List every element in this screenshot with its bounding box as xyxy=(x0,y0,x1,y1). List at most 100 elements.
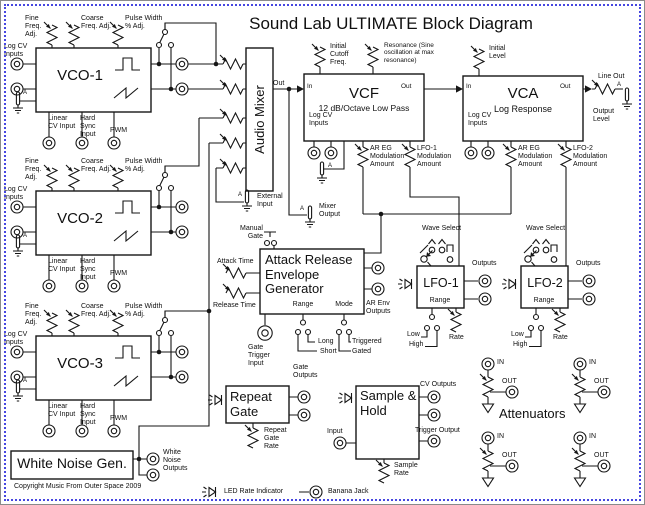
long-label: Long xyxy=(318,338,334,345)
vca-out-label: Out xyxy=(560,83,571,90)
sample-hold-block xyxy=(355,385,420,460)
audio-mixer-label: Audio Mixer xyxy=(252,85,268,154)
mode-label: Mode xyxy=(335,301,353,308)
vco-ground-a-mark: A xyxy=(23,378,28,384)
attenuator-in-label: IN xyxy=(589,359,596,366)
vco-logcv-label: Log CV Inputs xyxy=(4,186,28,201)
sample-rate-label: Sample Rate xyxy=(394,462,418,477)
vco-pwm-label: PWM xyxy=(110,127,128,134)
signal-arrows xyxy=(297,85,592,93)
gated-label: Gated xyxy=(352,348,372,355)
vco-fine-label: Fine Freq. Adj. xyxy=(25,303,42,326)
vco-linear-label: Linear CV Input xyxy=(48,115,76,130)
sh-input-label: Input xyxy=(327,428,343,435)
output-level-label: Output Level xyxy=(593,108,615,123)
lfo-wave-select-label: Wave Select xyxy=(422,225,462,232)
white-noise-outputs-label: White Noise Outputs xyxy=(163,449,188,472)
vco-hardsync-label: Hard Sync Input xyxy=(80,403,96,426)
vco-2-title: VCO-2 xyxy=(57,210,103,227)
attenuator-out-label: OUT xyxy=(502,378,517,385)
vcf-logcv-jack-icon xyxy=(324,146,338,160)
legend-banana-jack-icon xyxy=(309,485,323,499)
junction-dots xyxy=(136,61,384,462)
lfo-outputs-label: Outputs xyxy=(576,260,601,267)
mixer-out-label: Out xyxy=(273,80,285,87)
white-noise-jack-icon xyxy=(146,452,160,466)
lfo-range-label: Range xyxy=(533,297,555,304)
vca-ar-mod-pot-icon xyxy=(502,143,517,168)
attenuators-title: Attenuators xyxy=(499,406,566,421)
vco-logcv-label: Log CV Inputs xyxy=(4,331,28,346)
lfo-outputs-label: Outputs xyxy=(472,260,497,267)
lfo-low-label: Low xyxy=(511,331,524,338)
vcf-ground-a-mark: A xyxy=(328,163,333,169)
release-time-pot-icon xyxy=(222,283,247,299)
attenuator-out-label: OUT xyxy=(594,378,609,385)
lfo-1-title: LFO-1 xyxy=(423,276,459,290)
output-level-pot-icon xyxy=(591,79,616,95)
attack-time-pot-icon xyxy=(222,263,247,279)
mixer-output-a-mark: A xyxy=(300,206,305,212)
vco-3-title: VCO-3 xyxy=(57,355,103,372)
lfo-rate-label: Rate xyxy=(553,334,568,341)
sample-input-jack-icon xyxy=(333,436,347,450)
repeat-gate-led-icon xyxy=(207,394,223,406)
repeat-gate-rate-label: Repeat Gate Rate xyxy=(264,427,287,450)
audio-mixer-block xyxy=(245,47,274,192)
vco-pwm-label: PWM xyxy=(110,270,128,277)
jacks xyxy=(146,146,495,499)
ar-env-output-jack-icon xyxy=(371,282,385,296)
vcf-out-label: Out xyxy=(401,83,412,90)
white-noise-block xyxy=(10,450,134,480)
vco-logcv-label: Log CV Inputs xyxy=(4,43,28,58)
attenuator-out-label: OUT xyxy=(594,452,609,459)
legend-jack-label: Banana Jack xyxy=(328,488,369,495)
trigger-output-label: Trigger Output xyxy=(415,427,460,434)
vca-in-label: In xyxy=(466,83,472,90)
sample-hold-led-icon xyxy=(337,392,353,404)
mixer-output-label: Mixer Output xyxy=(319,203,341,218)
external-a-mark: A xyxy=(238,192,243,198)
range-label: Range xyxy=(292,301,314,308)
line-out-ground-icon xyxy=(621,87,633,110)
resonance-label: Resonance (Sine oscillation at max reson… xyxy=(384,42,434,64)
vcf-ar-mod-label: AR EG Modulation Amount xyxy=(370,145,405,168)
vco-pulse-label: Pulse Width % Adj. xyxy=(125,15,163,30)
blocks xyxy=(10,22,595,480)
cv-output-jack-icon xyxy=(427,408,441,422)
attenuator-units xyxy=(480,358,610,487)
initial-cutoff-label: Initial Cutoff Freq. xyxy=(330,43,349,66)
lfo-low-label: Low xyxy=(407,331,420,338)
ar-env-outputs-label: AR Env Outputs xyxy=(366,300,391,315)
triggered-label: Triggered xyxy=(352,338,382,345)
initial-cutoff-pot-icon xyxy=(311,43,326,68)
envelope-title: Attack Release Envelope Generator xyxy=(265,252,353,297)
repeat-gate-rate-pot-icon xyxy=(244,424,259,449)
attenuator-out-label: OUT xyxy=(502,452,517,459)
sample-hold-title: Sample & Hold xyxy=(360,388,417,418)
vco-ground-a-mark: A xyxy=(23,90,28,96)
vco-ground-a-mark: A xyxy=(23,233,28,239)
vca-ar-mod-label: AR EG Modulation Amount xyxy=(518,145,553,168)
vca-lfo-mod-label: LFO-2 Modulation Amount xyxy=(573,145,608,168)
ar-env-output-jack-icon xyxy=(371,261,385,275)
cv-output-jack-icon xyxy=(427,390,441,404)
vco-coarse-label: Coarse Freq. Adj. xyxy=(81,15,111,30)
white-noise-title: White Noise Gen. xyxy=(17,455,127,471)
vco-coarse-label: Coarse Freq. Adj. xyxy=(81,303,111,318)
vcf-block xyxy=(303,73,425,142)
vcf-lfo-mod-label: LFO-1 Modulation Amount xyxy=(417,145,452,168)
release-time-label: Release Time xyxy=(213,302,256,309)
repeat-gate-block xyxy=(225,385,290,424)
cv-outputs-label: CV Outputs xyxy=(420,381,457,388)
attenuator-in-label: IN xyxy=(497,359,504,366)
lfo-rate-label: Rate xyxy=(449,334,464,341)
vco-pulse-label: Pulse Width % Adj. xyxy=(125,158,163,173)
audio-mixer-label-box: Audio Mixer xyxy=(246,48,273,191)
manual-gate-label: Manual Gate xyxy=(240,225,263,240)
lfo-high-label: High xyxy=(513,341,528,348)
wiring xyxy=(133,22,623,493)
lfo-high-label: High xyxy=(409,341,424,348)
